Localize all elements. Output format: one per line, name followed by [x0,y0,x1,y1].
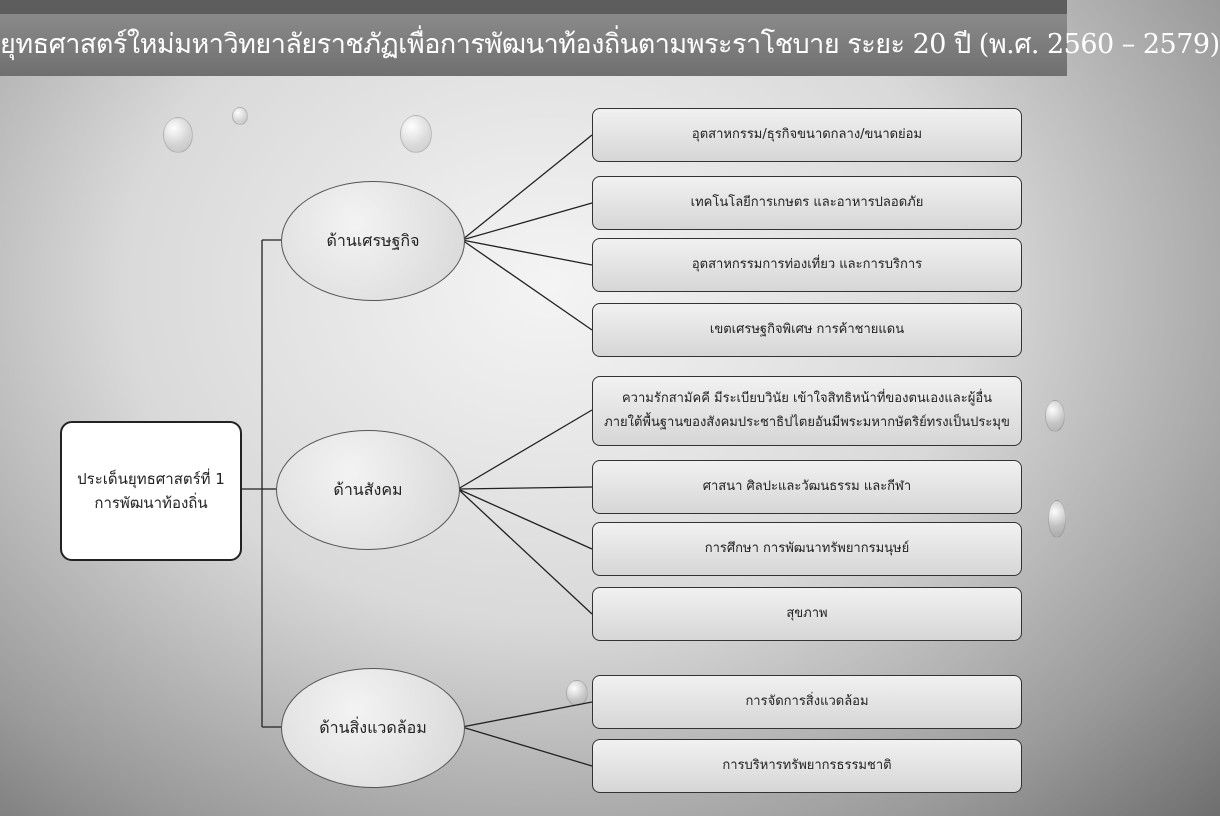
economy-item-label: อุตสาหกรรมการท่องเที่ยว และการบริการ [691,257,923,272]
branch-society: ด้านสังคม [276,430,460,550]
page-title: ยุทธศาสตร์ใหม่มหาวิทยาลัยราชภัฏเพื่อการพ… [0,14,1220,76]
society-item-label: การศึกษา การพัฒนาทรัพยากรมนุษย์ [704,541,910,556]
environment-item: การจัดการสิ่งแวดล้อม [592,675,1022,729]
society-item-label: ศาสนา ศิลปะและวัฒนธรรม และกีฬา [702,479,912,494]
branch-environment: ด้านสิ่งแวดล้อม [281,668,465,788]
connector-lines [238,134,593,767]
society-item-label-line-2: ภายใต้พื้นฐานของสังคมประชาธิปไตยอันมีพระ… [604,415,1010,430]
economy-item: เทคโนโลยีการเกษตร และอาหารปลอดภัย [592,176,1022,230]
water-droplet-decoration [1048,500,1066,538]
root-line-1: ประเด็นยุทธศาสตร์ที่ 1 [77,470,225,488]
economy-item: เขตเศรษฐกิจพิเศษ การค้าชายแดน [592,303,1022,357]
branch-economy: ด้านเศรษฐกิจ [281,181,465,301]
water-droplet-decoration [1045,400,1065,432]
water-droplet-decoration [400,115,432,153]
branch-environment-label: ด้านสิ่งแวดล้อม [319,717,427,737]
environment-item-label: การบริหารทรัพยากรธรรมชาติ [722,758,892,773]
branch-economy-label: ด้านเศรษฐกิจ [326,230,420,250]
economy-item-label: เทคโนโลยีการเกษตร และอาหารปลอดภัย [690,195,924,210]
society-item-label: สุขภาพ [786,606,828,621]
top-strip [0,0,1067,14]
root-line-2: การพัฒนาท้องถิ่น [94,494,208,512]
society-item-label-line-1: ความรักสามัคคี มีระเบียบวินัย เข้าใจสิทธ… [621,391,993,406]
environment-item-label: การจัดการสิ่งแวดล้อม [745,694,869,709]
society-item: การศึกษา การพัฒนาทรัพยากรมนุษย์ [592,522,1022,576]
society-item: สุขภาพ [592,587,1022,641]
water-droplet-decoration [232,107,248,125]
branch-society-label: ด้านสังคม [333,479,403,499]
society-item: ความรักสามัคคี มีระเบียบวินัย เข้าใจสิทธ… [592,376,1022,446]
water-droplet-decoration [163,117,193,153]
economy-item: อุตสาหกรรมการท่องเที่ยว และการบริการ [592,238,1022,292]
society-item: ศาสนา ศิลปะและวัฒนธรรม และกีฬา [592,460,1022,514]
economy-item-label: เขตเศรษฐกิจพิเศษ การค้าชายแดน [709,322,905,337]
environment-item: การบริหารทรัพยากรธรรมชาติ [592,739,1022,793]
economy-item-label: อุตสาหกรรม/ธุรกิจขนาดกลาง/ขนาดย่อม [691,127,923,142]
economy-item: อุตสาหกรรม/ธุรกิจขนาดกลาง/ขนาดย่อม [592,108,1022,162]
root-strategy-box: ประเด็นยุทธศาสตร์ที่ 1 การพัฒนาท้องถิ่น [60,421,242,561]
